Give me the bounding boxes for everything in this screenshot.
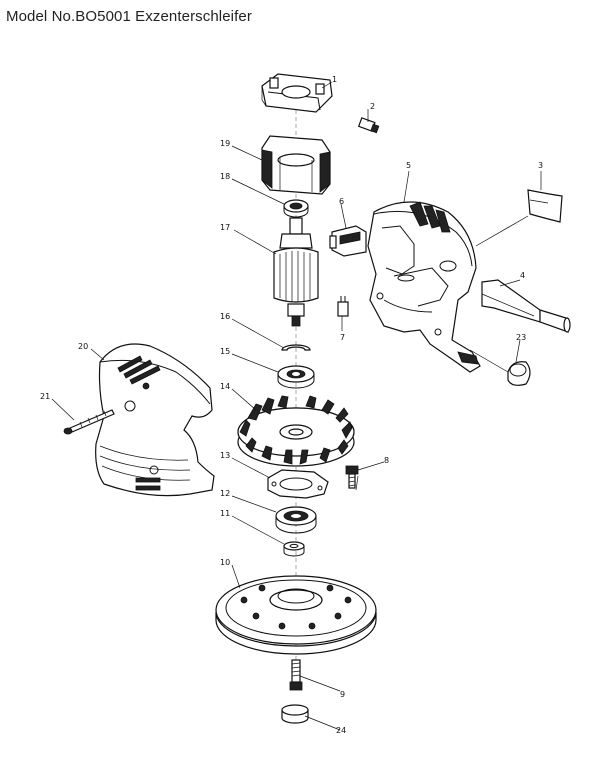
part-5-handle-cover xyxy=(367,201,481,373)
part-label-18: 18 xyxy=(220,172,230,181)
part-label-5: 5 xyxy=(406,161,411,170)
part-12-bearing xyxy=(275,506,317,534)
part-label-14: 14 xyxy=(220,382,230,391)
part-label-2: 2 xyxy=(370,102,375,111)
part-label-1: 1 xyxy=(332,75,337,84)
part-24-cap xyxy=(281,704,309,724)
part-label-20: 20 xyxy=(78,342,88,351)
part-label-16: 16 xyxy=(220,312,230,321)
part-3-name-plate xyxy=(527,189,563,223)
part-1-brush-holder xyxy=(261,73,333,113)
part-label-13: 13 xyxy=(220,451,230,460)
part-6-switch xyxy=(329,225,367,257)
part-8-screw xyxy=(345,465,359,489)
part-label-11: 11 xyxy=(220,509,230,518)
part-19-field-stator xyxy=(261,135,331,195)
part-label-19: 19 xyxy=(220,139,230,148)
part-label-15: 15 xyxy=(220,347,230,356)
part-number-labels: 1 2 3 4 5 6 7 8 9 10 11 12 13 14 15 16 1… xyxy=(40,75,543,735)
leader-lines xyxy=(51,81,542,731)
part-9-bolt xyxy=(289,659,303,691)
part-18-bearing-top xyxy=(283,199,309,218)
part-21-tapping-screw xyxy=(63,409,115,435)
part-label-10: 10 xyxy=(220,558,230,567)
part-11-spacer xyxy=(283,541,305,557)
part-4-cord-guard xyxy=(481,279,571,333)
part-label-8: 8 xyxy=(384,456,389,465)
part-label-12: 12 xyxy=(220,489,230,498)
part-14-fan xyxy=(237,395,355,467)
part-label-6: 6 xyxy=(339,197,344,206)
part-label-17: 17 xyxy=(220,223,230,232)
part-10-sanding-pad xyxy=(215,575,377,655)
part-label-24: 24 xyxy=(336,726,346,735)
part-23-rubber-cap xyxy=(507,361,531,386)
part-7-terminal xyxy=(337,296,349,317)
part-17-armature xyxy=(273,217,319,327)
part-label-9: 9 xyxy=(340,690,345,699)
part-16-retaining-ring xyxy=(281,344,311,351)
part-15-bearing xyxy=(277,365,315,389)
part-13-baffle-plate xyxy=(267,469,329,499)
part-2-carbon-brush xyxy=(357,117,380,134)
part-20-housing xyxy=(95,343,215,497)
part-label-7: 7 xyxy=(340,333,345,342)
page-title: Model No.BO5001 Exzenterschleifer xyxy=(6,8,252,25)
part-label-4: 4 xyxy=(520,271,525,280)
part-label-21: 21 xyxy=(40,392,50,401)
part-label-3: 3 xyxy=(538,161,543,170)
part-label-23: 23 xyxy=(516,333,526,342)
